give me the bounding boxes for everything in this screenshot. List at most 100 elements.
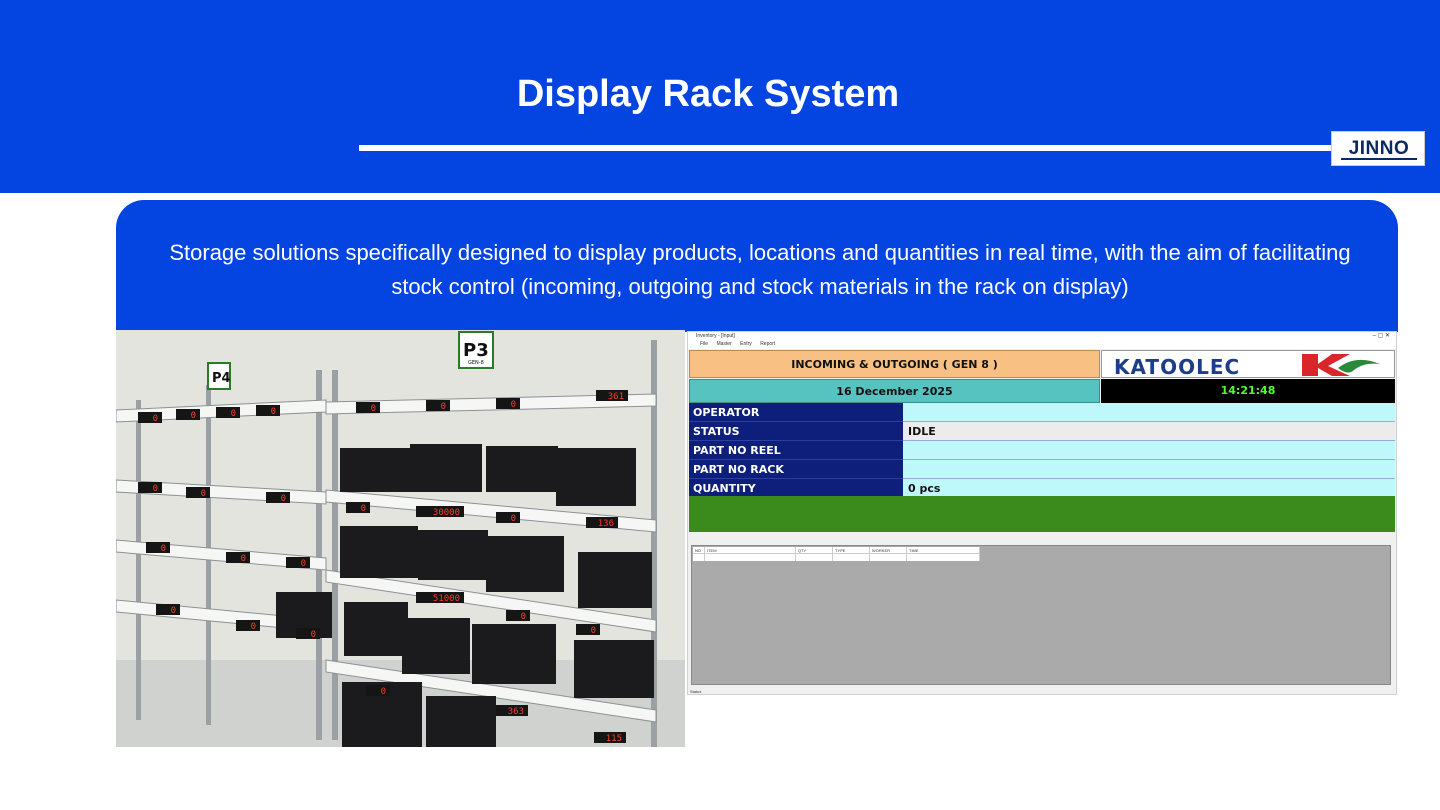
led-display: 361 — [596, 390, 628, 402]
shelf-rail — [325, 489, 657, 533]
part-no-rack-label: PART NO RACK — [689, 460, 903, 479]
led-display: 0 — [576, 624, 600, 636]
menu-bar: File Master Entry Report — [688, 340, 1396, 349]
rack-label-p4: P4 — [212, 371, 231, 386]
grid-cell — [907, 554, 980, 561]
led-display: 0 — [186, 487, 210, 499]
part-no-rack-field[interactable] — [903, 460, 1395, 479]
led-display: 0 — [138, 482, 162, 494]
led-display-value: 0 — [191, 411, 196, 421]
menu-report[interactable]: Report — [760, 341, 776, 347]
led-display: 0 — [286, 557, 310, 569]
led-display-panel — [496, 398, 520, 409]
grid-col-time[interactable]: TIME — [907, 547, 980, 554]
led-display-panel — [236, 620, 260, 631]
led-display: 0 — [496, 512, 520, 524]
grid-col-no[interactable]: NO — [693, 547, 705, 554]
led-display-panel — [156, 604, 180, 615]
led-display: 0 — [176, 409, 200, 421]
led-display-panel — [216, 407, 240, 418]
led-display-panel — [416, 506, 464, 517]
led-display: 136 — [586, 517, 618, 529]
led-display: 0 — [146, 542, 170, 554]
led-display: 51000 — [416, 592, 464, 604]
led-display-value: 361 — [608, 392, 624, 402]
led-display-value: 363 — [508, 707, 524, 717]
part-no-reel-label: PART NO REEL — [689, 441, 903, 460]
part-no-reel-field[interactable] — [903, 441, 1395, 460]
led-display-value: 0 — [241, 554, 246, 564]
led-display-panel — [506, 610, 530, 621]
window-controls[interactable]: – ▢ ✕ — [1372, 333, 1390, 339]
led-display-panel — [496, 512, 520, 523]
led-display-panel — [286, 557, 310, 568]
led-display: 0 — [226, 552, 250, 564]
led-display: 0 — [138, 412, 162, 424]
storage-boxes — [276, 444, 654, 747]
grid-col-qty[interactable]: QTY — [796, 547, 833, 554]
led-display-panel — [146, 542, 170, 553]
operator-field[interactable] — [903, 403, 1395, 422]
grid-cell — [870, 554, 907, 561]
led-display-panel — [496, 705, 528, 716]
logo-text: JINNO — [1348, 138, 1410, 159]
led-display-panel — [266, 492, 290, 503]
led-display: 0 — [256, 405, 280, 417]
led-display: 0 — [506, 610, 530, 622]
status-indicator-bar — [689, 496, 1395, 532]
grid-col-worker[interactable]: WORKER — [870, 547, 907, 554]
led-display-value: 0 — [251, 622, 256, 632]
menu-file[interactable]: File — [700, 341, 709, 347]
grid-col-item[interactable]: ITEM — [705, 547, 796, 554]
grid-cell — [705, 554, 796, 561]
brand-name: KATOOLEC — [1114, 355, 1241, 379]
led-display-panel — [296, 628, 320, 639]
led-display: 0 — [296, 628, 320, 640]
led-display-panel — [596, 390, 628, 401]
led-display-panel — [186, 487, 210, 498]
led-display-value: 0 — [153, 414, 158, 424]
led-display-value: 0 — [441, 402, 446, 412]
jinno-logo: JINNO — [1331, 131, 1425, 166]
grid-col-type[interactable]: TYPE — [833, 547, 870, 554]
led-display: 0 — [426, 400, 450, 412]
led-display-panel — [356, 402, 380, 413]
led-display-value: 136 — [598, 519, 614, 529]
led-display-panel — [366, 685, 390, 696]
led-display-panel — [226, 552, 250, 563]
window-titlebar: Inventory - [Input] — [688, 332, 1396, 340]
description-panel — [116, 200, 1398, 332]
led-display-value: 0 — [511, 400, 516, 410]
menu-entry[interactable]: Entry — [740, 341, 752, 347]
led-display-panel — [138, 482, 162, 493]
status-label: STATUS — [689, 422, 903, 441]
led-display-value: 0 — [153, 484, 158, 494]
slide-title: Display Rack System — [516, 73, 900, 115]
slide-description: Storage solutions specifically designed … — [169, 240, 1351, 299]
led-display-value: 0 — [591, 626, 596, 636]
grid-header: NO ITEM QTY TYPE WORKER TIME — [693, 547, 980, 561]
led-display-panel — [138, 412, 162, 423]
katolec-logo: KATOOLEC — [1101, 350, 1395, 379]
transaction-grid[interactable]: NO ITEM QTY TYPE WORKER TIME — [691, 545, 1391, 685]
led-display: 115 — [594, 732, 626, 744]
rack-label-p3: P3 — [463, 340, 489, 361]
led-display: 30000 — [416, 506, 464, 518]
led-display-value: 0 — [281, 494, 286, 504]
led-display-value: 0 — [371, 404, 376, 414]
menu-master[interactable]: Master — [716, 341, 732, 347]
rack-sublabel: GEN-8 — [468, 360, 484, 366]
grid-cell — [796, 554, 833, 561]
rack-sign-p4 — [207, 362, 231, 390]
katolec-k-icon — [1302, 354, 1380, 376]
led-display: 0 — [236, 620, 260, 632]
inventory-window: Inventory - [Input] – ▢ ✕ File Master En… — [687, 331, 1397, 695]
window-status-bar: Status — [690, 689, 702, 694]
led-display: 0 — [366, 685, 390, 697]
led-display-value: 0 — [271, 407, 276, 417]
led-display-value: 51000 — [433, 594, 460, 604]
led-display-panel — [576, 624, 600, 635]
